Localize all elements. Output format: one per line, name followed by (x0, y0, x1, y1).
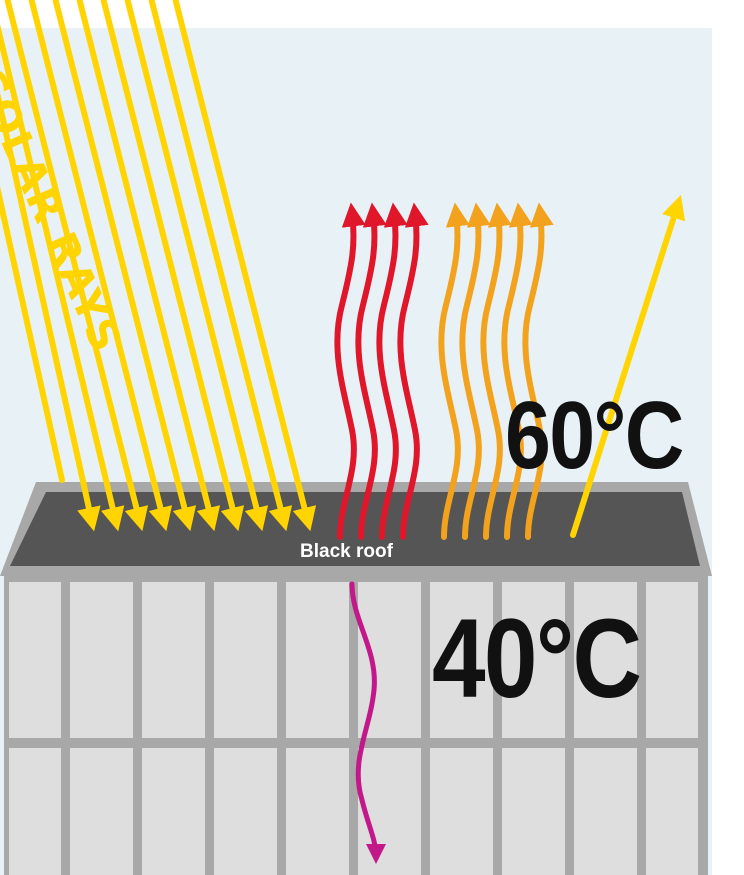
building (4, 570, 708, 875)
heat-wave-orange (501, 202, 533, 540)
heat-wave-orange (438, 202, 470, 540)
solar-ray (100, 0, 245, 532)
roof-temperature-label: 60°C (505, 382, 684, 489)
heat-waves-red (334, 202, 429, 540)
heat-wave-red (355, 202, 387, 540)
heat-wave-orange (480, 202, 512, 540)
conducted-heat-wave (349, 581, 386, 864)
building-panels (9, 582, 698, 875)
heat-wave-red (334, 202, 366, 540)
roof-label: Black roof (300, 541, 393, 562)
solar-ray (76, 0, 221, 532)
solar-ray (148, 0, 293, 532)
inside-temperature-label: 40°C (432, 596, 642, 721)
solar-ray (0, 92, 101, 532)
reflected-ray (570, 194, 686, 538)
solar-ray (28, 0, 173, 532)
heat-waves-orange (438, 202, 554, 540)
solar-ray (172, 0, 317, 532)
solar-ray (124, 0, 269, 532)
solar-ray (52, 0, 197, 532)
heat-wave-orange (459, 202, 491, 540)
solar-ray (4, 0, 149, 532)
solar-rays (0, 0, 317, 532)
heat-wave-red (397, 202, 429, 540)
solar-ray (0, 186, 65, 483)
heat-wave-red (376, 202, 408, 540)
heat-wave-orange (522, 202, 554, 540)
solar-ray (0, 23, 125, 532)
